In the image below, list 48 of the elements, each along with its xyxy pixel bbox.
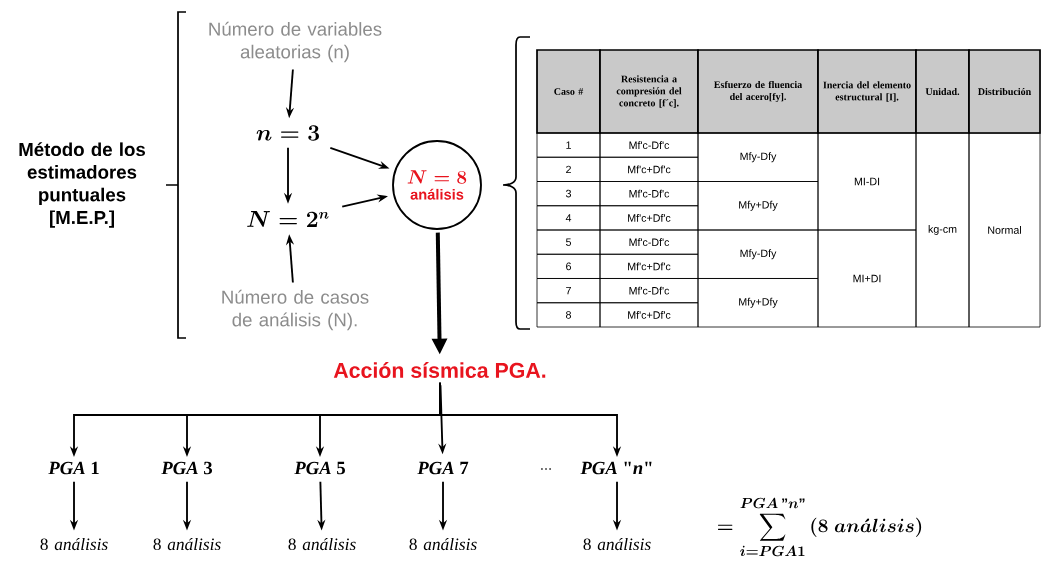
formula-text: $N = 2^{n}$ bbox=[247, 211, 329, 227]
analysis-count: 8 análisis bbox=[288, 537, 356, 551]
table-header-cell: Caso # bbox=[536, 49, 601, 134]
table-cell: Mf'c-Df'c bbox=[599, 132, 699, 158]
table-cell: 5 bbox=[536, 229, 601, 255]
sum-formula: $= \sum_{i=PGA1}^{PGA\,"n"} \left(\mathbf{8}\ an\acute{a}lisis\right)$ bbox=[718, 497, 922, 557]
table-cell: Mfy+Dfy bbox=[697, 278, 819, 328]
table-cell: 3 bbox=[536, 181, 601, 207]
table-cell: Mf'c+Df'c bbox=[599, 302, 699, 328]
formula-text: $n = 3$ bbox=[256, 125, 319, 141]
table-cell: MI+DI bbox=[817, 229, 917, 328]
table-header-cell: Unidad. bbox=[915, 49, 970, 134]
table-cell: Mf'c+Df'c bbox=[599, 253, 699, 279]
table-cell: 6 bbox=[536, 253, 601, 279]
table-cell: 1 bbox=[536, 132, 601, 158]
analysis-count: 8 análisis bbox=[40, 537, 108, 551]
table-cell: Mf'c+Df'c bbox=[599, 156, 699, 182]
table-cell: 7 bbox=[536, 278, 601, 304]
table-header-cell: Esfuerzo de fluencia del acero[fy]. bbox=[697, 49, 819, 134]
table-cell: 2 bbox=[536, 156, 601, 182]
ellipsis: ... bbox=[541, 468, 551, 470]
analysis-count: 8 análisis bbox=[583, 537, 651, 551]
description-text: Número de variables aleatorias (n) bbox=[209, 21, 382, 63]
table-cell: Mfy+Dfy bbox=[697, 181, 819, 231]
pga-label: PGA 3 bbox=[161, 461, 213, 475]
analysis-count: 8 análisis bbox=[153, 537, 221, 551]
seismic-action-title: Acción sísmica PGA. bbox=[333, 362, 546, 378]
table-cell: Mf'c+Df'c bbox=[599, 205, 699, 231]
method-title: Método de los estimadores puntuales [M.E.P.] bbox=[19, 142, 145, 228]
pga-label: PGA 1 bbox=[48, 461, 99, 475]
table-cell: Mf'c-Df'c bbox=[599, 229, 699, 255]
table-cell: MI-DI bbox=[817, 132, 917, 231]
description-text: Número de casos de análisis (N). bbox=[222, 289, 369, 331]
table-cell: Normal bbox=[968, 132, 1041, 328]
table-cell: 8 bbox=[536, 302, 601, 328]
pga-label: PGA 5 bbox=[294, 461, 345, 475]
table-header-cell: Inercia del elemento estructural [I]. bbox=[817, 49, 917, 134]
table-cell: 4 bbox=[536, 205, 601, 231]
table-header-cell: Resistencia a compresión del concreto [f´c]. bbox=[599, 49, 699, 134]
analysis-count: 8 análisis bbox=[409, 537, 477, 551]
pga-label: PGA "n" bbox=[580, 461, 652, 475]
table-cell: kg-cm bbox=[915, 132, 970, 328]
table-cell: Mfy-Dfy bbox=[697, 229, 819, 279]
table-cell: Mfy-Dfy bbox=[697, 132, 819, 182]
pga-label: PGA 7 bbox=[417, 461, 469, 475]
table-cell: Mf'c-Df'c bbox=[599, 181, 699, 207]
table-cell: Mf'c-Df'c bbox=[599, 278, 699, 304]
table-header-cell: Distribución bbox=[968, 49, 1041, 134]
